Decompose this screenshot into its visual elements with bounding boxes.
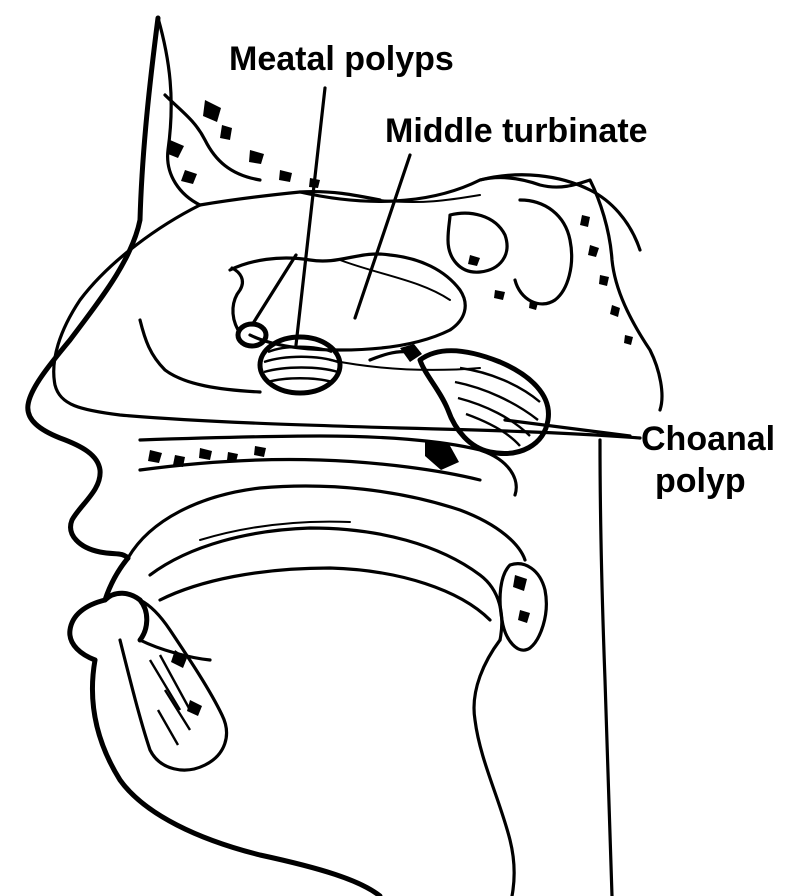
label-choanal-line1: Choanal xyxy=(641,420,775,458)
hard-palate xyxy=(138,434,518,497)
leader-line-meatal-2 xyxy=(250,253,298,327)
label-choanal-line2: polyp xyxy=(655,462,746,500)
face-profile xyxy=(25,15,383,896)
labels: Meatal polyps Middle turbinate Choanal p… xyxy=(229,40,775,500)
tongue xyxy=(158,566,492,622)
leader-line-choanal xyxy=(503,418,632,438)
oral-cavity xyxy=(126,438,614,896)
mandible xyxy=(102,590,229,772)
middle-turbinate xyxy=(138,252,481,394)
nasal-cavity xyxy=(52,173,642,440)
label-middle-turbinate: Middle turbinate xyxy=(385,112,648,150)
label-meatal-polyps: Meatal polyps xyxy=(229,40,454,78)
leader-line-meatal-1 xyxy=(294,86,327,347)
meatal-polyps xyxy=(230,266,343,396)
choanal-polyp xyxy=(368,344,551,456)
leader-lines xyxy=(250,86,632,438)
sphenoid-region xyxy=(446,175,664,412)
leader-line-middle-turbinate xyxy=(353,153,412,320)
